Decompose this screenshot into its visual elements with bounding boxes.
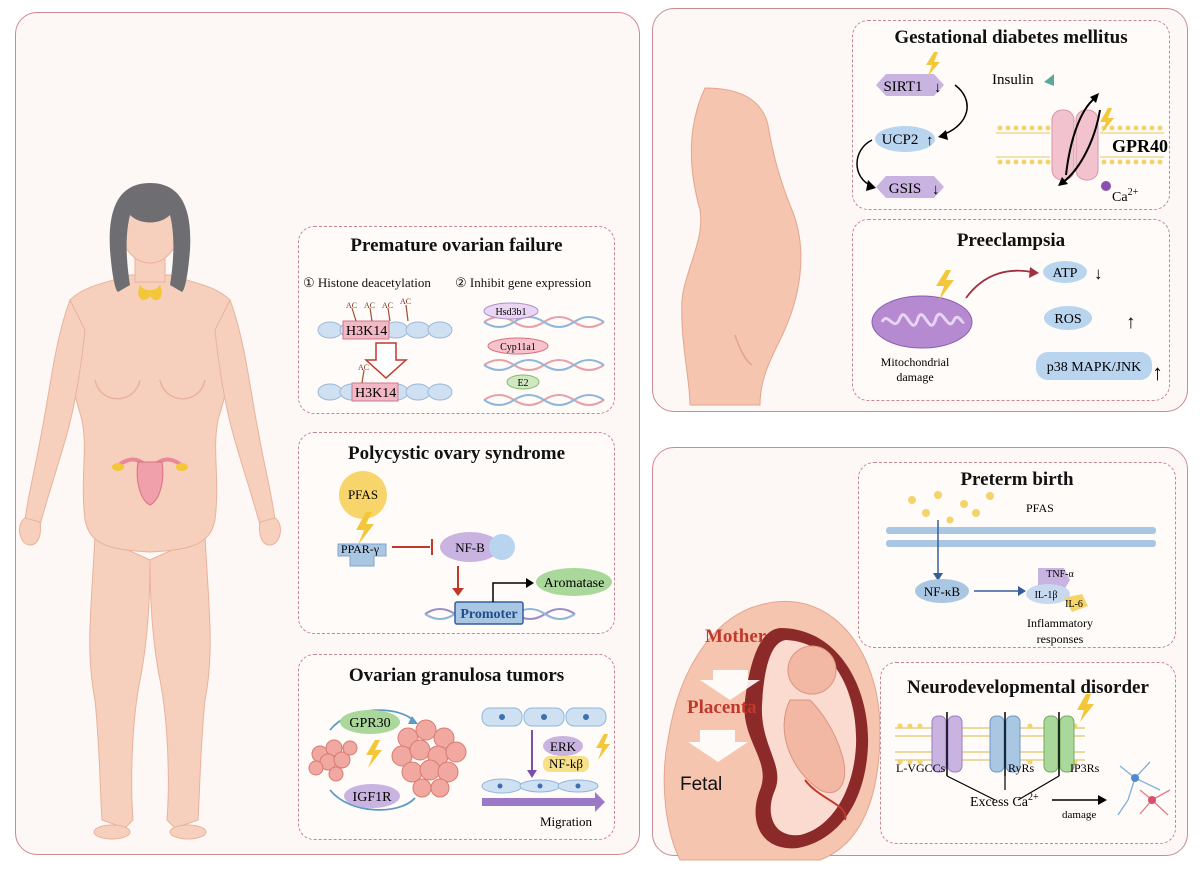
pcos-promoter: Promoter: [460, 607, 517, 622]
up-arrow-icon: ↑: [1126, 312, 1136, 333]
gdm-title: Gestational diabetes mellitus: [894, 27, 1128, 48]
lightning-icon: [596, 734, 610, 760]
pe-atp: ATP: [1053, 266, 1078, 281]
neurodevelopmental-box: Neurodevelopmental disorder: [880, 662, 1176, 844]
preterm-birth-box: Preterm birth: [858, 462, 1176, 648]
neuro-ip3r: IP3Rs: [1070, 761, 1100, 775]
ac-label: AC: [382, 301, 393, 310]
pof-step2: ② Inhibit gene expression: [455, 275, 592, 290]
pe-p38: p38 MAPK/JNK: [1047, 360, 1142, 375]
mito-label-1: Mitochondrial: [881, 355, 950, 369]
gdm-gsis: GSIS: [889, 181, 922, 197]
gdm-insulin: Insulin: [992, 72, 1034, 88]
preterm-il6: IL-6: [1065, 599, 1083, 610]
ac-label: AC: [364, 301, 375, 310]
pcos-nf: NF-B: [455, 540, 485, 555]
up-arrow-icon: ↑: [1152, 360, 1163, 385]
ogt-title: Ovarian granulosa tumors: [348, 665, 565, 686]
preterm-il1: IL-1β: [1035, 590, 1058, 601]
preterm-pfas: PFAS: [1026, 501, 1054, 515]
transfer-placenta: Placenta: [687, 697, 757, 718]
pof-title: Premature ovarian failure: [350, 235, 563, 256]
lightning-icon: [1077, 694, 1094, 722]
transfer-mother: Mother: [705, 626, 767, 647]
down-arrow-icon: ↓: [932, 182, 940, 198]
pcos-pfas: PFAS: [348, 487, 378, 502]
preterm-resp2: responses: [1037, 632, 1084, 646]
ac-label: AC: [400, 297, 411, 306]
preterm-tnf: TNF-α: [1046, 569, 1074, 580]
lightning-icon: [356, 512, 374, 545]
gdm-gpr40: GPR40: [1112, 136, 1168, 156]
pcos-box: Polycystic ovary syndrome: [298, 432, 615, 634]
dna-helix-icon: [483, 316, 605, 406]
neuro-title: Neurodevelopmental disorder: [907, 677, 1149, 698]
h3k14-label-top: H3K14: [346, 324, 387, 339]
down-arrow-icon: ↓: [934, 80, 942, 96]
neuro-lvgcc: L-VGCCs: [896, 761, 946, 775]
neuro-ryr: RyRs: [1008, 761, 1035, 775]
ogt-migration: Migration: [540, 814, 592, 829]
preeclampsia-title: Preeclampsia: [956, 230, 1066, 251]
premature-ovarian-failure-box: Premature ovarian failure ① Histone deac…: [298, 226, 615, 414]
down-arrow-icon: ↓: [1094, 264, 1103, 283]
gdm-ucp2: UCP2: [882, 132, 919, 148]
up-arrow-icon: ↑: [926, 133, 934, 149]
ogt-igf1r: IGF1R: [353, 790, 393, 805]
gene-cyp11a1: Cyp11a1: [500, 342, 536, 353]
pe-ros: ROS: [1054, 312, 1081, 327]
neuro-excess: Excess Ca2+: [970, 792, 1039, 810]
ogt-nfkb: NF-kβ: [549, 756, 583, 771]
preterm-title: Preterm birth: [960, 469, 1074, 490]
lightning-icon: [366, 740, 382, 768]
gdm-sirt1: SIRT1: [883, 79, 922, 95]
gene-e2: E2: [517, 378, 528, 389]
pcos-ppar: PPAR-γ: [341, 542, 380, 556]
preterm-nfkb: NF-κB: [924, 584, 960, 599]
gdm-ca: Ca2+: [1112, 187, 1139, 205]
h3k14-label-bottom: H3K14: [355, 386, 396, 401]
down-arrow-icon: [364, 342, 408, 380]
uterus-icon: [112, 457, 188, 506]
gene-hsd3b1: Hsd3b1: [495, 307, 526, 318]
neuron-icon: [1117, 761, 1171, 816]
ac-label: AC: [358, 363, 369, 372]
pcos-title: Polycystic ovary syndrome: [347, 443, 566, 464]
ac-label: AC: [346, 301, 357, 310]
mito-label-2: damage: [896, 370, 933, 384]
pcos-aromatase: Aromatase: [544, 576, 605, 591]
ogt-erk: ERK: [550, 739, 577, 754]
mitochondria-icon: [871, 295, 973, 349]
lightning-icon: [1100, 108, 1114, 133]
lightning-icon: [936, 270, 954, 300]
neuro-damage: damage: [1062, 809, 1096, 821]
ogt-gpr30: GPR30: [349, 716, 390, 731]
pof-step1: ① Histone deacetylation: [303, 275, 431, 290]
lightning-icon: [926, 52, 940, 76]
preterm-resp1: Inflammatory: [1027, 616, 1093, 630]
transfer-fetal: Fetal: [680, 774, 723, 795]
